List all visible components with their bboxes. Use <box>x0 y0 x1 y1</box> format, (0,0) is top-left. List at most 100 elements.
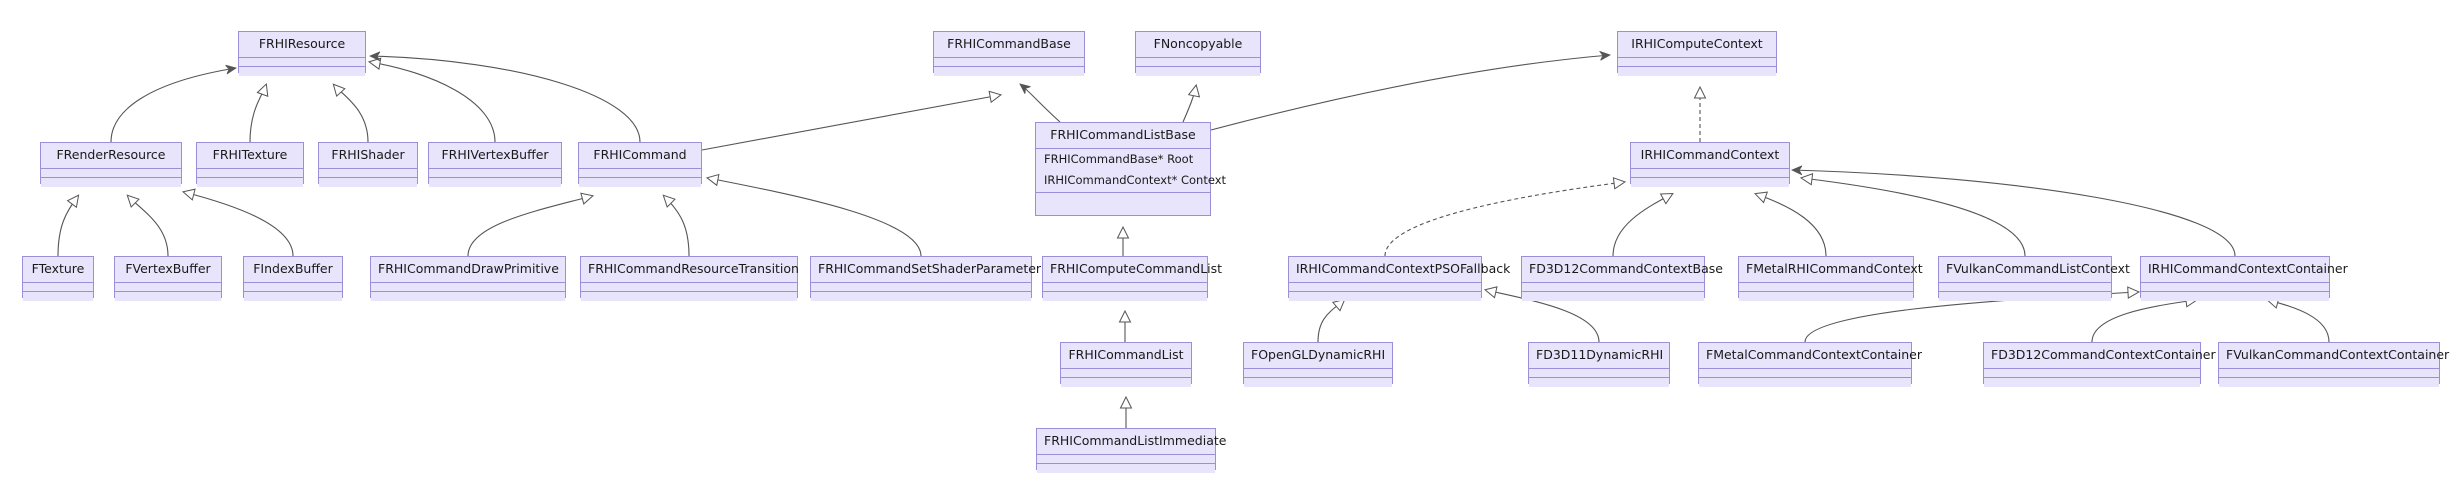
uml-class-attributes <box>197 168 303 178</box>
uml-class-name: FVulkanCommandContextContainer <box>2219 343 2449 369</box>
uml-class-FIndexBuffer[interactable]: FIndexBuffer <box>243 256 343 301</box>
uml-class-FRHICommandList[interactable]: FRHICommandList <box>1060 342 1192 387</box>
uml-class-attributes <box>319 168 417 178</box>
uml-class-attributes <box>811 282 1031 292</box>
uml-class-FRHICommandDrawPrimitive[interactable]: FRHICommandDrawPrimitive <box>370 256 566 301</box>
uml-class-attributes <box>1289 282 1481 292</box>
uml-class-FTexture[interactable]: FTexture <box>22 256 94 301</box>
uml-class-operations <box>41 177 181 187</box>
uml-class-name: IRHIComputeContext <box>1618 32 1776 58</box>
uml-class-FD3D11DynamicRHI[interactable]: FD3D11DynamicRHI <box>1528 342 1670 387</box>
uml-class-FD3D12CommandContextContainer[interactable]: FD3D12CommandContextContainer <box>1983 342 2216 387</box>
uml-class-name: FRHICommandListImmediate <box>1037 429 1226 455</box>
uml-class-operations <box>1939 291 2111 301</box>
uml-class-operations <box>1061 377 1191 387</box>
uml-class-name: FRHIResource <box>239 32 365 58</box>
uml-class-name: FRHIVertexBuffer <box>429 143 561 169</box>
uml-class-operations <box>811 291 1031 301</box>
uml-class-attributes <box>1522 282 1704 292</box>
uml-class-attributes <box>41 168 181 178</box>
uml-class-attributes <box>239 57 365 67</box>
uml-class-FRHIComputeCommandList[interactable]: FRHIComputeCommandList <box>1042 256 1222 301</box>
uml-class-attributes <box>1739 282 1913 292</box>
uml-class-name: FRHICommandDrawPrimitive <box>371 257 565 283</box>
uml-class-name: FIndexBuffer <box>244 257 342 283</box>
uml-class-FRHIResource[interactable]: FRHIResource <box>238 31 366 76</box>
uml-class-FRHICommandBase[interactable]: FRHICommandBase <box>933 31 1085 76</box>
uml-class-FVulkanCommandListContext[interactable]: FVulkanCommandListContext <box>1938 256 2130 301</box>
uml-class-attributes <box>2141 282 2329 292</box>
uml-class-operations <box>1739 291 1913 301</box>
uml-class-IRHIComputeContext[interactable]: IRHIComputeContext <box>1617 31 1777 76</box>
uml-class-FRHIVertexBuffer[interactable]: FRHIVertexBuffer <box>428 142 562 187</box>
uml-class-name: IRHICommandContextContainer <box>2141 257 2348 283</box>
uml-class-FMetalRHICommandContext[interactable]: FMetalRHICommandContext <box>1738 256 1923 301</box>
uml-class-FRHICommandSetShaderParameter[interactable]: FRHICommandSetShaderParameter <box>810 256 1041 301</box>
uml-class-FVertexBuffer[interactable]: FVertexBuffer <box>114 256 222 301</box>
uml-class-operations <box>2219 377 2439 387</box>
uml-class-FOpenGLDynamicRHI[interactable]: FOpenGLDynamicRHI <box>1243 342 1393 387</box>
uml-class-operations <box>429 177 561 187</box>
uml-class-operations <box>115 291 221 301</box>
uml-attribute: FRHICommandBase* Root <box>1044 151 1194 166</box>
uml-class-name: FRenderResource <box>41 143 181 169</box>
uml-class-operations <box>1036 192 1210 215</box>
uml-class-FRHITexture[interactable]: FRHITexture <box>196 142 304 187</box>
uml-class-name: FRHICommandBase <box>934 32 1084 58</box>
uml-class-IRHICommandContextPSOFallback[interactable]: IRHICommandContextPSOFallback <box>1288 256 1510 301</box>
uml-class-name: FRHICommandResourceTransition <box>581 257 799 283</box>
uml-class-IRHICommandContext[interactable]: IRHICommandContext <box>1630 142 1790 187</box>
uml-class-name: FTexture <box>23 257 93 283</box>
uml-class-operations <box>934 66 1084 76</box>
uml-class-operations <box>1631 177 1789 187</box>
uml-class-attributes <box>579 168 701 178</box>
uml-class-attributes <box>1631 168 1789 178</box>
uml-class-FVulkanCommandContextContainer[interactable]: FVulkanCommandContextContainer <box>2218 342 2449 387</box>
uml-class-attributes <box>934 57 1084 67</box>
uml-class-name: FVulkanCommandListContext <box>1939 257 2130 283</box>
uml-class-attributes <box>371 282 565 292</box>
uml-class-operations <box>1043 291 1207 301</box>
uml-class-operations <box>581 291 797 301</box>
uml-class-FMetalCommandContextContainer[interactable]: FMetalCommandContextContainer <box>1698 342 1922 387</box>
uml-class-attributes <box>23 282 93 292</box>
uml-class-attributes <box>1061 368 1191 378</box>
uml-class-operations <box>1699 377 1911 387</box>
uml-class-attributes <box>1529 368 1669 378</box>
uml-class-name: FMetalCommandContextContainer <box>1699 343 1922 369</box>
uml-class-operations <box>1618 66 1776 76</box>
uml-class-name: FRHICommand <box>579 143 701 169</box>
uml-class-operations <box>1244 377 1392 387</box>
uml-class-IRHICommandContextContainer[interactable]: IRHICommandContextContainer <box>2140 256 2348 301</box>
uml-class-operations <box>1529 377 1669 387</box>
uml-class-operations <box>319 177 417 187</box>
uml-class-FRHICommandListImmediate[interactable]: FRHICommandListImmediate <box>1036 428 1226 473</box>
uml-class-name: FRHIComputeCommandList <box>1043 257 1222 283</box>
uml-class-attributes <box>1043 282 1207 292</box>
uml-class-attributes <box>2219 368 2439 378</box>
uml-class-FNoncopyable[interactable]: FNoncopyable <box>1135 31 1261 76</box>
uml-class-FRenderResource[interactable]: FRenderResource <box>40 142 182 187</box>
uml-class-attributes <box>1244 368 1392 378</box>
uml-class-FD3D12CommandContextBase[interactable]: FD3D12CommandContextBase <box>1521 256 1723 301</box>
uml-class-attributes <box>1939 282 2111 292</box>
uml-class-attributes <box>581 282 797 292</box>
uml-class-operations <box>371 291 565 301</box>
uml-class-name: FRHICommandSetShaderParameter <box>811 257 1041 283</box>
uml-class-attributes <box>1618 57 1776 67</box>
uml-class-name: IRHICommandContext <box>1631 143 1789 169</box>
uml-class-FRHICommand[interactable]: FRHICommand <box>578 142 702 187</box>
uml-class-operations <box>1984 377 2200 387</box>
uml-class-name: FRHITexture <box>197 143 303 169</box>
uml-class-operations <box>2141 291 2329 301</box>
uml-class-name: IRHICommandContextPSOFallback <box>1289 257 1510 283</box>
uml-class-operations <box>579 177 701 187</box>
uml-class-FRHIShader[interactable]: FRHIShader <box>318 142 418 187</box>
uml-class-operations <box>1136 66 1260 76</box>
uml-class-operations <box>197 177 303 187</box>
uml-class-name: FD3D12CommandContextContainer <box>1984 343 2216 369</box>
uml-class-FRHICommandResourceTransition[interactable]: FRHICommandResourceTransition <box>580 256 799 301</box>
